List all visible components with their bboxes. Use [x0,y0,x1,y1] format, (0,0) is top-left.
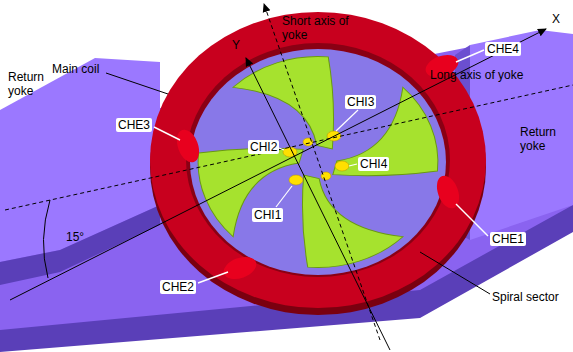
chi-coil [289,175,303,185]
return-yoke-right [470,30,573,240]
coil-label: CHE3 [116,118,152,132]
leader-line [198,272,228,283]
coil-label: CHE2 [160,280,196,294]
axis-label: X [552,12,560,26]
return-yoke-left-side [0,205,160,285]
leader-line [279,148,284,150]
y-axis-line [246,58,390,350]
coil-label: CHE4 [485,42,521,56]
che-coil [433,173,463,212]
coil-label: CHI2 [248,140,279,154]
spiral-sectors [177,38,459,286]
part-label: Main coil [52,62,99,76]
leader-line [349,164,357,166]
leader-line [456,204,488,236]
leader-line [106,73,168,94]
long-axis-line [5,85,573,210]
che-coil [221,253,260,283]
spiral-sector [278,175,414,286]
part-label: Return yoke [8,70,60,98]
coil-label: CHI4 [358,157,389,171]
angle-label: 15° [66,230,84,244]
leader-line [154,127,180,140]
leader-line [456,50,484,62]
axis-label: Y [232,38,240,52]
short-axis-line [264,4,380,340]
coil-label: CHE1 [490,232,526,246]
leader-line [276,186,292,207]
spiral-sector [222,38,358,149]
part-label: Return yoke [520,125,570,153]
x-axis-line [10,29,546,300]
chi-coil [303,138,313,146]
coil-label: CHI3 [345,95,376,109]
coil-label: CHI1 [252,208,283,222]
axis-label: Long axis of yoke [430,68,523,82]
part-label: Spiral sector [492,290,562,304]
leader-line [420,252,490,294]
chi-coil [335,161,349,171]
che-coil [173,127,203,166]
angle-arc [43,200,50,278]
leader-line [336,110,358,131]
axis-label: Short axis of yoke [282,14,362,42]
